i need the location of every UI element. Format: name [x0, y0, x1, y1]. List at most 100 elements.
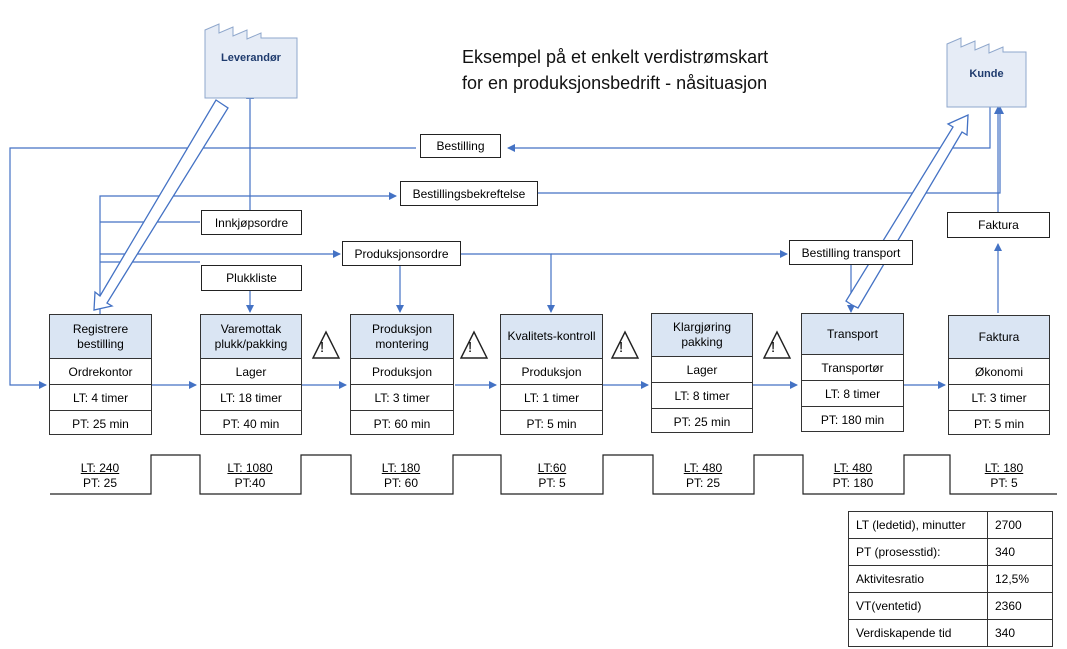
process-title: Registrere bestilling — [50, 315, 151, 359]
process-department: Produksjon — [351, 359, 453, 385]
purchase-order-box: Innkjøpsordre — [201, 210, 302, 235]
process-title: Kvalitets-kontroll — [501, 315, 602, 359]
table-row: PT (prosesstid): 340 — [848, 538, 1053, 566]
timeline-process-time: PT: 25 — [82, 476, 118, 490]
table-row: Aktivitesratio 12,5% — [848, 565, 1053, 593]
process-time: PT: 60 min — [373, 416, 431, 431]
warning-triangle-icon — [762, 330, 792, 359]
process-box-packing: Klargjøring pakking Lager LT: 8 timer PT… — [651, 313, 753, 433]
production-order-box: Produksjonsordre — [342, 241, 461, 266]
summary-label: LT (ledetid), minutter — [848, 511, 988, 539]
timeline-segment: LT: 480 PT: 25 — [653, 461, 753, 491]
summary-value: 2700 — [987, 511, 1053, 539]
summary-label: PT (prosesstid): — [848, 538, 988, 566]
warning-triangle-icon — [610, 330, 640, 359]
process-department: Økonomi — [949, 359, 1049, 385]
process-department: Lager — [201, 359, 301, 385]
page-title: Eksempel på et enkelt verdistrømskart fo… — [462, 44, 768, 96]
supplier-label: Leverandør — [221, 52, 281, 64]
confirmation-line-to-customer — [538, 106, 1004, 194]
timeline-process-time: PT: 5 — [538, 476, 566, 490]
process-lead-time: LT: 18 timer — [201, 385, 301, 411]
process-department: Ordrekontor — [50, 359, 151, 385]
summary-value: 340 — [987, 619, 1053, 647]
transport-order-box: Bestilling transport — [789, 240, 913, 265]
process-lead-time: LT: 3 timer — [949, 385, 1049, 411]
process-title: Produksjon montering — [351, 315, 453, 359]
timeline-segment: LT: 480 PT: 180 — [803, 461, 903, 491]
process-time: PT: 25 min — [673, 414, 731, 429]
process-time: PT: 5 min — [526, 416, 577, 431]
process-lead-time: LT: 1 timer — [501, 385, 602, 411]
warning-mark: ! — [468, 339, 473, 356]
timeline-process-time: PT: 180 — [832, 476, 874, 490]
process-lead-time: LT: 8 timer — [802, 381, 903, 407]
invoice-box: Faktura — [947, 212, 1050, 238]
timeline-lead-time: LT: 180 — [984, 461, 1024, 475]
process-time: PT: 40 min — [222, 416, 280, 431]
timeline-segment: LT: 1080 PT:40 — [200, 461, 300, 491]
order-box: Bestilling — [420, 134, 501, 158]
summary-table: LT (ledetid), minutter 2700 PT (prosesst… — [848, 511, 1053, 647]
process-lead-time: LT: 4 timer — [50, 385, 151, 411]
process-box-invoicing: Faktura Økonomi LT: 3 timer PT: 5 min — [948, 315, 1050, 435]
timeline-segment: LT: 180 PT: 5 — [954, 461, 1054, 491]
warning-mark: ! — [771, 339, 776, 356]
warning-mark: ! — [619, 339, 624, 356]
title-line-1: Eksempel på et enkelt verdistrømskart — [462, 47, 769, 67]
timeline-lead-time: LT: 480 — [683, 461, 723, 475]
process-department: Transportør — [802, 355, 903, 381]
timeline-lead-time: LT: 480 — [833, 461, 873, 475]
customer-label: Kunde — [969, 68, 1004, 80]
process-time: PT: 180 min — [820, 412, 885, 427]
process-time: PT: 5 min — [973, 416, 1024, 431]
timeline-line — [50, 454, 1057, 495]
title-line-2: for en produksjonsbedrift - nåsituasjon — [462, 73, 768, 93]
summary-value: 340 — [987, 538, 1053, 566]
timeline-lead-time: LT: 1080 — [227, 461, 273, 475]
table-row: LT (ledetid), minutter 2700 — [848, 511, 1053, 539]
timeline-segment: LT:60 PT: 5 — [502, 461, 602, 491]
process-box-transport: Transport Transportør LT: 8 timer PT: 18… — [801, 313, 904, 432]
process-title: Transport — [802, 314, 903, 355]
summary-label: Verdiskapende tid — [848, 619, 988, 647]
timeline-lead-time: LT: 180 — [381, 461, 421, 475]
timeline-process-time: PT: 60 — [383, 476, 419, 490]
picklist-box: Plukkliste — [201, 265, 302, 291]
timeline-process-time: PT: 5 — [990, 476, 1018, 490]
process-department: Lager — [652, 357, 752, 383]
process-lead-time: LT: 8 timer — [652, 383, 752, 409]
warning-triangle-icon — [311, 330, 341, 359]
process-title: Varemottak plukk/pakking — [201, 315, 301, 359]
process-lead-time: LT: 3 timer — [351, 385, 453, 411]
timeline-segment: LT: 240 PT: 25 — [50, 461, 150, 491]
timeline-segment: LT: 180 PT: 60 — [351, 461, 451, 491]
confirmation-line — [99, 192, 397, 314]
timeline-process-time: PT: 25 — [685, 476, 721, 490]
summary-label: VT(ventetid) — [848, 592, 988, 620]
push-arrow-icon — [93, 99, 229, 311]
timeline-lead-time: LT: 240 — [80, 461, 120, 475]
customer-factory-icon — [946, 37, 1027, 108]
process-title: Faktura — [949, 316, 1049, 359]
process-box-production: Produksjon montering Produksjon LT: 3 ti… — [350, 314, 454, 435]
process-box-quality-control: Kvalitets-kontroll Produksjon LT: 1 time… — [500, 314, 603, 435]
supplier-factory-icon — [204, 23, 298, 99]
summary-label: Aktivitesratio — [848, 565, 988, 593]
order-line-from-customer — [507, 107, 991, 152]
process-time: PT: 25 min — [72, 416, 129, 431]
process-box-registration: Registrere bestilling Ordrekontor LT: 4 … — [49, 314, 152, 435]
order-confirmation-box: Bestillingsbekreftelse — [400, 181, 538, 206]
process-box-goods-receipt: Varemottak plukk/pakking Lager LT: 18 ti… — [200, 314, 302, 435]
warning-triangle-icon — [459, 330, 489, 359]
timeline-lead-time: LT:60 — [537, 461, 567, 475]
process-department: Produksjon — [501, 359, 602, 385]
table-row: VT(ventetid) 2360 — [848, 592, 1053, 620]
summary-value: 12,5% — [987, 565, 1053, 593]
process-title: Klargjøring pakking — [652, 314, 752, 357]
summary-value: 2360 — [987, 592, 1053, 620]
timeline-process-time: PT:40 — [234, 476, 266, 490]
table-row: Verdiskapende tid 340 — [848, 619, 1053, 647]
production-order-to-qc — [461, 253, 555, 313]
